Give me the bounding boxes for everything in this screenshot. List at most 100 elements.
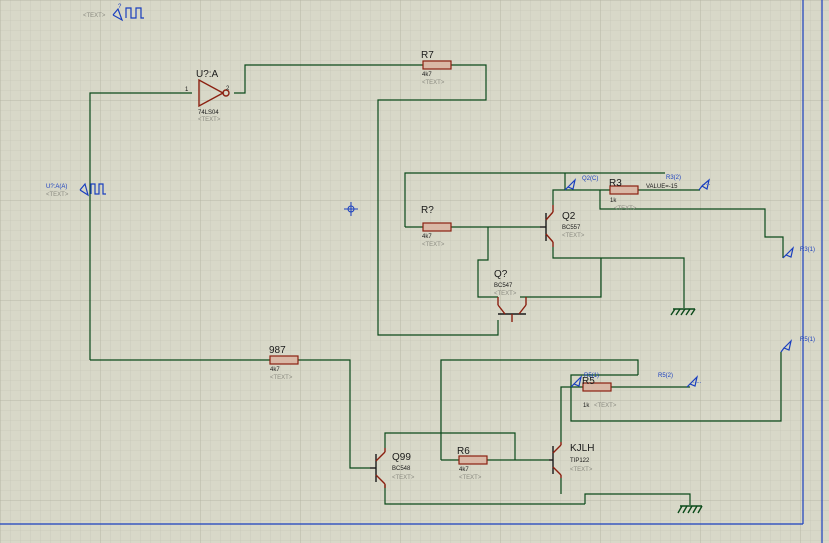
transistor-pnp-icon [540,205,554,247]
wires [89,64,784,505]
voltage-probe-icon [780,339,793,353]
wire-q2-collector [552,189,610,205]
wire-q2-loop [404,172,565,227]
r5-placeholder: <TEXT> [594,403,617,409]
clock-icon [112,7,124,22]
wire-inverter-output [234,64,423,94]
q99-part: BC548 [392,466,411,472]
voltage-probe-icon [686,375,699,388]
probe-r3-2-label: R3(2) [666,175,681,181]
voltage-probe-icon [698,178,710,191]
resistor-r6[interactable]: R6 4k7 <TEXT> [457,446,488,481]
q2-placeholder: <TEXT> [562,233,585,239]
resistor-r5[interactable]: R5 1k <TEXT> [582,376,617,409]
probe-r5-2-dots: ..... [693,379,702,385]
resistor-icon [422,222,452,232]
wire-q2-emitter [552,247,685,308]
probe-r3-1[interactable]: R3(1) [782,246,815,259]
probe-r3-1-label: R3(1) [800,247,815,253]
probe-r5-2-label: R5(2) [658,373,673,379]
r7-value: 4k7 [422,72,432,78]
probe-r5-1-right-label: R5(1) [800,337,815,343]
wire-q99-emitter [384,485,585,505]
resistor-icon [269,355,299,365]
inverter-bubble-icon [222,89,230,97]
resistor-r7[interactable]: R7 4k7 <TEXT> [421,50,452,86]
clock2-wave-icon [90,183,106,195]
wire-r5-top [570,374,638,387]
wire-r5-side [570,352,782,422]
rq-value: 4k7 [422,234,432,240]
qq-ref: Q? [494,269,508,280]
clock2-icon [79,182,89,197]
r3-value: 1k [610,198,617,204]
r987-ref: 987 [269,345,286,356]
probe-r5-1-label: R5(1) [584,373,599,379]
wire-q-loop [520,258,602,298]
ground-icon [677,505,703,514]
qq-placeholder: <TEXT> [494,291,517,297]
clock1-ref: ? [118,4,122,10]
r3-ref: R3 [609,178,622,189]
transistor-npn-icon [497,297,527,322]
rq-ref: R? [421,205,434,216]
wire-kjlh-collector [560,386,583,442]
clock-generator-2[interactable]: U?:A(A) <TEXT> [46,182,106,198]
transistor-qq[interactable]: Q? BC547 <TEXT> [494,269,527,322]
inverter-u1[interactable]: U?:A 1 2 74LS04 <TEXT> [185,69,230,123]
resistor-rq[interactable]: R? 4k7 <TEXT> [421,205,452,248]
probe-q2c[interactable]: Q2(C) [564,176,598,191]
r7-placeholder: <TEXT> [422,80,445,86]
q2-ref: Q2 [562,211,576,222]
transistor-darlington-icon [549,442,562,478]
probe-r5-1[interactable]: R5(1) [570,373,599,388]
r3-param: VALUE=-15 [646,184,678,190]
r987-placeholder: <TEXT> [270,375,293,381]
transistor-q99[interactable]: Q99 BC548 <TEXT> [370,448,415,488]
wire-r987-right [298,359,370,469]
inverter-icon [198,78,225,108]
r5-ref: R5 [582,376,595,387]
resistor-icon [458,455,488,465]
transistor-q2[interactable]: Q2 BC557 <TEXT> [540,205,585,247]
q99-placeholder: <TEXT> [392,475,415,481]
u1-placeholder: <TEXT> [198,117,221,123]
u1-part: 74LS04 [198,110,219,116]
probe-r5-1-right[interactable]: R5(1) [780,337,815,353]
probe-r5-2[interactable]: R5(2) ..... [658,373,702,388]
r6-placeholder: <TEXT> [459,475,482,481]
kjlh-placeholder: <TEXT> [570,467,593,473]
u1-ref: U?:A [196,69,219,80]
u1-pin-out: 2 [226,86,230,92]
r7-ref: R7 [421,50,434,61]
ground-1[interactable] [670,308,696,316]
transistor-kjlh[interactable]: KJLH TIP122 <TEXT> [549,442,594,478]
r3-placeholder: <TEXT> [614,206,637,212]
transistor-npn-icon [370,448,386,488]
wire-q2-base-down [477,227,498,298]
r987-value: 4k7 [270,367,280,373]
voltage-probe-icon [564,178,577,191]
q99-ref: Q99 [392,452,411,463]
qq-part: BC547 [494,283,513,289]
probe-r3-2[interactable]: R3(2) ..... [666,175,711,191]
wire-r6-left-up [440,359,639,460]
clock-generator-1[interactable]: ? <TEXT> [83,4,144,22]
wire-inverter-input [89,92,192,360]
wire-r3-side [599,190,784,258]
wire-bottom-rail [584,493,691,505]
origin-marker [344,202,358,216]
resistor-r987[interactable]: 987 4k7 <TEXT> [269,345,299,381]
rq-placeholder: <TEXT> [422,242,445,248]
r5-value: 1k [583,403,590,409]
resistor-r3[interactable]: R3 1k VALUE=-15 <TEXT> [609,178,678,212]
clock1-placeholder: <TEXT> [83,13,106,19]
kjlh-ref: KJLH [570,443,594,454]
q2-part: BC557 [562,225,581,231]
wire-r7-right [377,64,499,336]
clock2-ref: U?:A(A) [46,184,67,190]
ground-2[interactable] [677,505,703,514]
